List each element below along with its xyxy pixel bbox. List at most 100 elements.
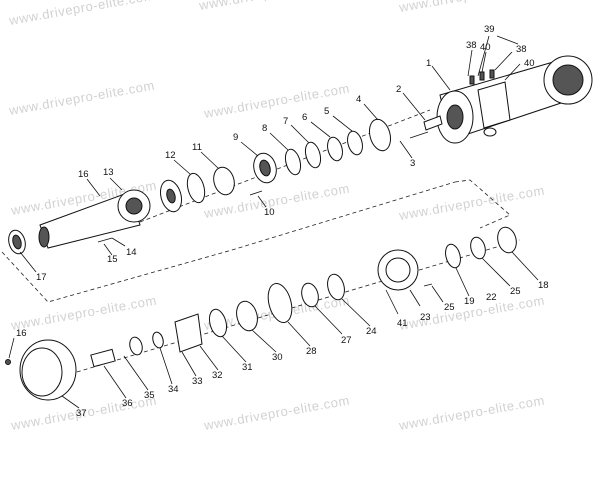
callout-22: 22 [486,292,497,303]
watermark: www.drivepro-elite.com [202,393,351,434]
callout-19: 19 [464,296,475,307]
leader [409,289,421,307]
leader [111,237,126,247]
leader [251,329,277,353]
leader [159,347,173,385]
ring-4 [368,118,392,152]
bearing-27 [301,282,319,308]
leader [199,345,219,371]
callout-10: 10 [264,207,275,218]
bolt-16 [5,359,11,365]
leader [332,115,353,132]
ring-31 [208,308,228,338]
leader [290,124,310,144]
callout-18: 18 [538,280,549,291]
callout-3: 3 [410,158,415,169]
hub-gear-23 [377,249,419,291]
callout-31: 31 [242,362,253,373]
flange-13-hub [125,197,143,215]
housing-bore [446,104,464,130]
callout-16: 16 [16,328,27,339]
pin-25 [423,283,433,287]
callout-1: 1 [426,58,431,69]
leader [314,305,343,335]
leader [494,51,513,71]
leader [287,321,311,347]
watermark: www.drivepro-elite.com [397,393,546,434]
callout-32: 32 [212,370,223,381]
leader [431,65,451,91]
leader [455,267,470,297]
leader [363,103,379,121]
cover-37 [19,339,77,401]
watermark: www.drivepro-elite.com [7,78,156,119]
callout-28: 28 [306,346,317,357]
ring-gear-hub [552,64,584,96]
leader [496,35,519,45]
leader-lines [8,35,539,409]
watermark: www.drivepro-elite.com [397,0,546,15]
callout-24: 24 [366,326,377,337]
washer-11 [213,166,235,196]
gear-35 [129,336,143,356]
watermark: www.drivepro-elite.com [397,183,546,224]
ring-22 [445,243,461,269]
callout-37: 37 [76,408,87,419]
callout-39: 39 [484,24,495,35]
hub-gear-23-inner [385,257,411,283]
cover-37-inner [21,347,63,397]
ring-26 [470,236,486,260]
callout-17: 17 [36,272,47,283]
leader [200,151,219,169]
callout-8: 8 [262,123,267,134]
breather [469,75,475,85]
leader [477,35,490,77]
callout-25: 25 [444,302,455,313]
bolt-3 [409,131,429,139]
leader [481,51,487,73]
leader [173,159,191,175]
callout-34: 34 [168,384,179,395]
leader [109,177,123,191]
callout-5: 5 [324,106,329,117]
callout-38: 38 [516,44,527,55]
callout-12: 12 [165,150,176,161]
leader [269,132,289,151]
callout-36: 36 [122,398,133,409]
callout-40: 40 [480,42,491,53]
callout-11: 11 [192,142,202,153]
differential-cover [477,81,511,129]
leader [385,289,399,315]
callout-labels: 39 38 40 38 40 1 2 3 4 5 6 7 8 9 10 11 1… [16,24,549,419]
leader [399,140,413,159]
leader [310,121,331,138]
gear-12 [186,172,206,204]
leader [402,92,426,121]
leader [504,63,521,81]
leader [511,251,539,281]
watermark: www.drivepro-elite.com [9,293,158,334]
carrier-30 [236,300,258,332]
leader [431,285,444,303]
drum-33 [174,313,203,353]
ring-24 [327,273,345,301]
shaft-36 [90,348,116,368]
callout-4: 4 [356,94,361,105]
bearing-9-bore [259,159,271,177]
callout-41: 41 [397,318,408,329]
callout-23: 23 [420,312,431,323]
ring-6 [327,136,343,162]
drain-plug [483,127,497,137]
leader [240,141,259,157]
leader [467,49,473,77]
seal-18 [497,226,517,254]
callout-27: 27 [341,335,352,346]
callout-25: 25 [510,286,521,297]
watermark: www.drivepro-elite.com [197,0,346,13]
breather [489,69,495,79]
bolt-15 [97,237,113,243]
leader [221,335,247,363]
callout-33: 33 [192,376,203,387]
callout-9: 9 [233,132,238,143]
callout-38: 38 [466,40,477,51]
